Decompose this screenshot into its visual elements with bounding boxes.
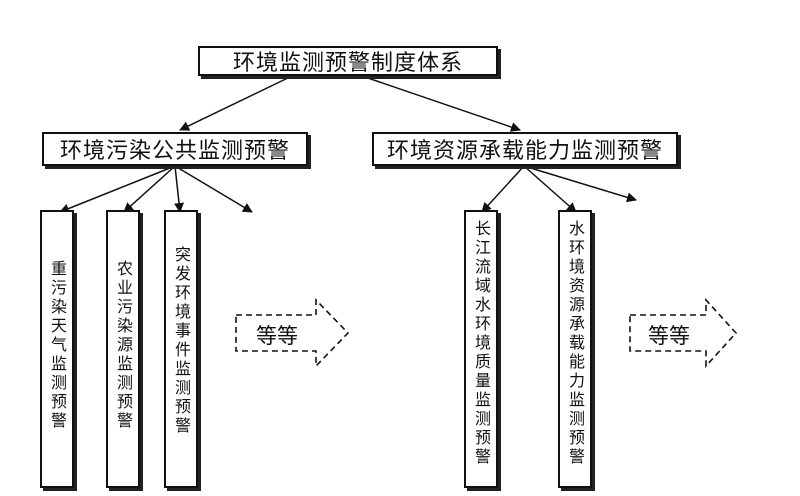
etc-arrow-shape-2 [629, 297, 738, 369]
leaf-label: 长江流域水环境质量监测预警 [472, 220, 491, 467]
branch-node-resource: 环境资源承载能力监测预警 [372, 132, 678, 166]
arrow-root-to-branch-2 [361, 75, 521, 132]
arrow-branch-1-leaf-1 [59, 165, 176, 214]
leaf-node-sudden-environmental-event: 突发环境事件监测预警 [164, 210, 198, 488]
root-label: 环境监测预警制度体系 [232, 51, 463, 76]
etc-label-2: 等等 [648, 324, 690, 348]
leaf-node-water-resource-capacity: 水环境资源承载能力监测预警 [558, 210, 592, 488]
leaf-label: 农业污染源监测预警 [114, 260, 133, 431]
arrow-branch-2-more [523, 165, 637, 203]
arrow-branch-2-leaf-2 [523, 165, 577, 213]
leaf-node-yangtze-water-quality: 长江流域水环境质量监测预警 [464, 210, 498, 488]
arrow-root-to-branch-1 [179, 75, 293, 131]
arrow-branch-2-leaf-1 [481, 165, 525, 213]
leaf-label: 重污染天气监测预警 [48, 260, 67, 431]
leaf-label: 水环境资源承载能力监测预警 [566, 220, 585, 467]
arrow-branch-1-leaf-2 [123, 165, 176, 213]
leaf-node-agricultural-pollution: 农业污染源监测预警 [106, 210, 140, 488]
etc-label-1: 等等 [256, 324, 298, 348]
branch-label-resource: 环境资源承载能力监测预警 [386, 139, 663, 164]
etc-arrow-shape-1 [235, 298, 350, 368]
branch-label-pollution: 环境污染公共监测预警 [59, 139, 290, 164]
leaf-label: 突发环境事件监测预警 [172, 246, 191, 436]
leaf-node-heavy-pollution-weather: 重污染天气监测预警 [40, 210, 74, 488]
arrow-branch-1-more [174, 165, 253, 213]
arrow-branch-1-leaf-3 [174, 165, 184, 213]
branch-node-pollution: 环境污染公共监测预警 [42, 132, 308, 166]
root-node: 环境监测预警制度体系 [198, 46, 498, 76]
